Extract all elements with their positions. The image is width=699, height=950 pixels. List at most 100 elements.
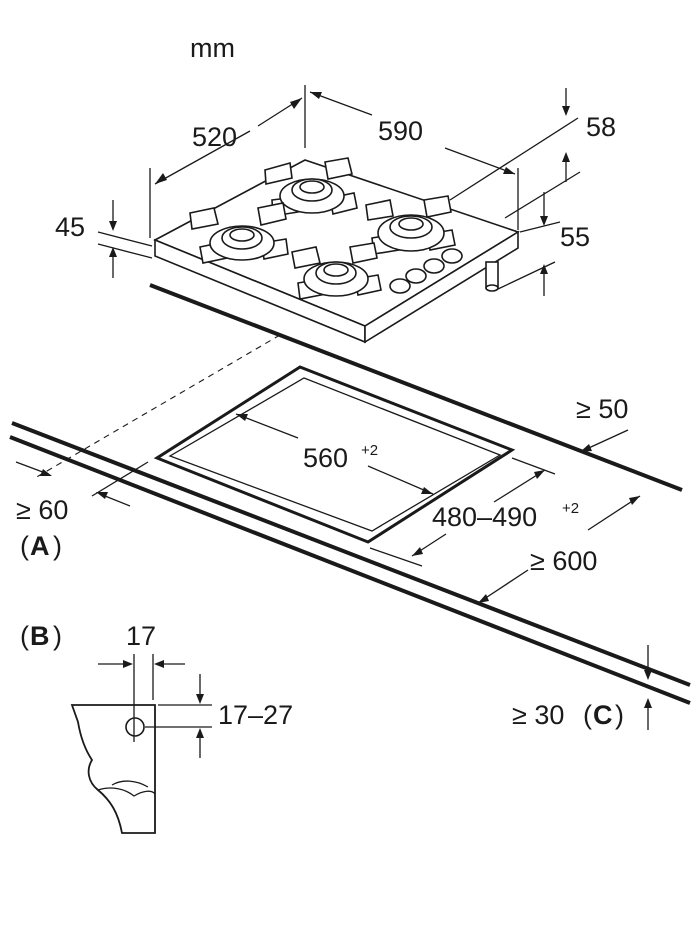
burner-crown-icon — [299, 180, 325, 194]
label-b: ( B ) — [20, 621, 62, 651]
svg-text:(: ( — [20, 621, 29, 651]
label-b-letter: B — [30, 621, 50, 651]
dim-rear-clearance: ≥ 50 — [576, 394, 628, 453]
knob-icon — [441, 248, 463, 264]
burner-crown-icon — [323, 263, 349, 277]
detail-b-range-label: 17–27 — [218, 700, 293, 730]
arrow-icon — [580, 444, 592, 452]
dim-520: 520 — [149, 85, 306, 238]
burner-left — [189, 202, 289, 264]
worktop-hidden-edge — [34, 334, 281, 479]
arrow-icon — [196, 728, 204, 738]
burner-back — [264, 157, 358, 217]
dim-worktop-thickness: ≥ 30 ( C ) — [512, 645, 652, 730]
arrow-icon — [421, 487, 433, 494]
arrow-icon — [562, 152, 570, 162]
dim-side-clearance: ≥ 600 — [477, 495, 641, 604]
pan-support-icon — [264, 161, 293, 185]
dim-cutout-width-label: 560 — [303, 443, 348, 473]
arrow-icon — [478, 594, 489, 603]
hob — [153, 157, 520, 344]
dim-width-label: 590 — [378, 116, 423, 146]
worktop — [9, 283, 691, 705]
knob-icon — [389, 278, 411, 294]
arrow-icon — [644, 670, 652, 680]
label-c-letter: C — [593, 700, 613, 730]
dim-45: 45 — [55, 200, 153, 278]
svg-text:): ) — [53, 531, 62, 561]
svg-text:(: ( — [20, 531, 29, 561]
dim-58: 58 — [449, 88, 616, 219]
label-a-letter: A — [30, 531, 50, 561]
arrow-icon — [534, 470, 545, 479]
dim-depth-label: 520 — [192, 122, 237, 152]
svg-text:): ) — [615, 700, 624, 730]
detail-b: 17 17–27 — [70, 621, 293, 834]
fixing-hole-icon — [125, 717, 145, 737]
cutout-outer-edge — [153, 365, 516, 544]
label-a: ( A ) — [20, 531, 62, 561]
pan-support-icon — [365, 199, 394, 221]
dim-front-clearance: ≥ 60 — [15, 461, 149, 525]
pan-support-icon — [324, 157, 353, 180]
arrow-icon — [629, 496, 640, 505]
burner-front — [291, 242, 382, 300]
arrow-icon — [290, 98, 302, 109]
pan-support-icon — [349, 242, 378, 264]
arrow-icon — [40, 469, 52, 476]
arrow-icon — [196, 694, 204, 704]
arrow-icon — [644, 698, 652, 708]
arrow-icon — [412, 547, 423, 556]
hob-side-face — [364, 230, 519, 344]
svg-text:): ) — [53, 621, 62, 651]
svg-text:(: ( — [583, 700, 592, 730]
arrow-icon — [154, 660, 164, 668]
arrow-icon — [96, 492, 108, 499]
dim-55: 55 — [497, 192, 590, 296]
knob-icon — [423, 258, 445, 274]
profile-break-line — [111, 780, 149, 788]
dim-cutout-depth-label: 480–490 — [432, 502, 537, 532]
burner-crown-icon — [398, 217, 424, 231]
pan-support-icon — [291, 246, 321, 269]
burner-crown-icon — [229, 228, 255, 242]
profile-break-line — [97, 787, 156, 797]
dim-glass-label: 45 — [55, 212, 85, 242]
detail-b-offset-label: 17 — [126, 621, 156, 651]
dim-590: 590 — [309, 91, 519, 230]
worktop-front-bottom-edge — [9, 435, 691, 705]
arrow-icon — [562, 106, 570, 116]
dim-worktop-thickness-label: ≥ 30 — [512, 700, 564, 730]
hob-knobs — [389, 248, 463, 294]
dim-cutout-depth-tolerance: +2 — [562, 500, 579, 517]
hob-gas-connector-end — [485, 284, 499, 292]
arrow-icon — [236, 414, 248, 421]
knob-icon — [405, 268, 427, 284]
cutout — [153, 365, 516, 544]
unit-label: mm — [190, 33, 235, 63]
dim-front-clearance-label: ≥ 60 — [16, 495, 68, 525]
arrow-icon — [503, 167, 515, 174]
dim-rear-clearance-label: ≥ 50 — [576, 394, 628, 424]
cutout-inner-edge — [168, 377, 502, 532]
pan-support-icon — [257, 202, 287, 226]
pan-support-icon — [423, 195, 452, 218]
worktop-profile — [70, 704, 156, 834]
dim-top-height-label: 58 — [586, 112, 616, 142]
arrow-icon — [540, 216, 548, 226]
worktop-front-top-edge — [11, 421, 691, 687]
worktop-back-edge — [149, 283, 683, 492]
dim-480-490: 480–490 +2 — [369, 457, 579, 567]
dim-cutout-width-tolerance: +2 — [361, 442, 378, 459]
arrow-icon — [540, 264, 548, 274]
dim-body-height-label: 55 — [560, 222, 590, 252]
arrow-icon — [109, 221, 117, 231]
arrow-icon — [109, 247, 117, 257]
arrow-icon — [155, 173, 167, 184]
dim-side-clearance-label: ≥ 600 — [530, 546, 597, 576]
arrow-icon — [123, 660, 133, 668]
hob-gas-connector — [485, 261, 499, 289]
pan-support-icon — [189, 207, 219, 230]
